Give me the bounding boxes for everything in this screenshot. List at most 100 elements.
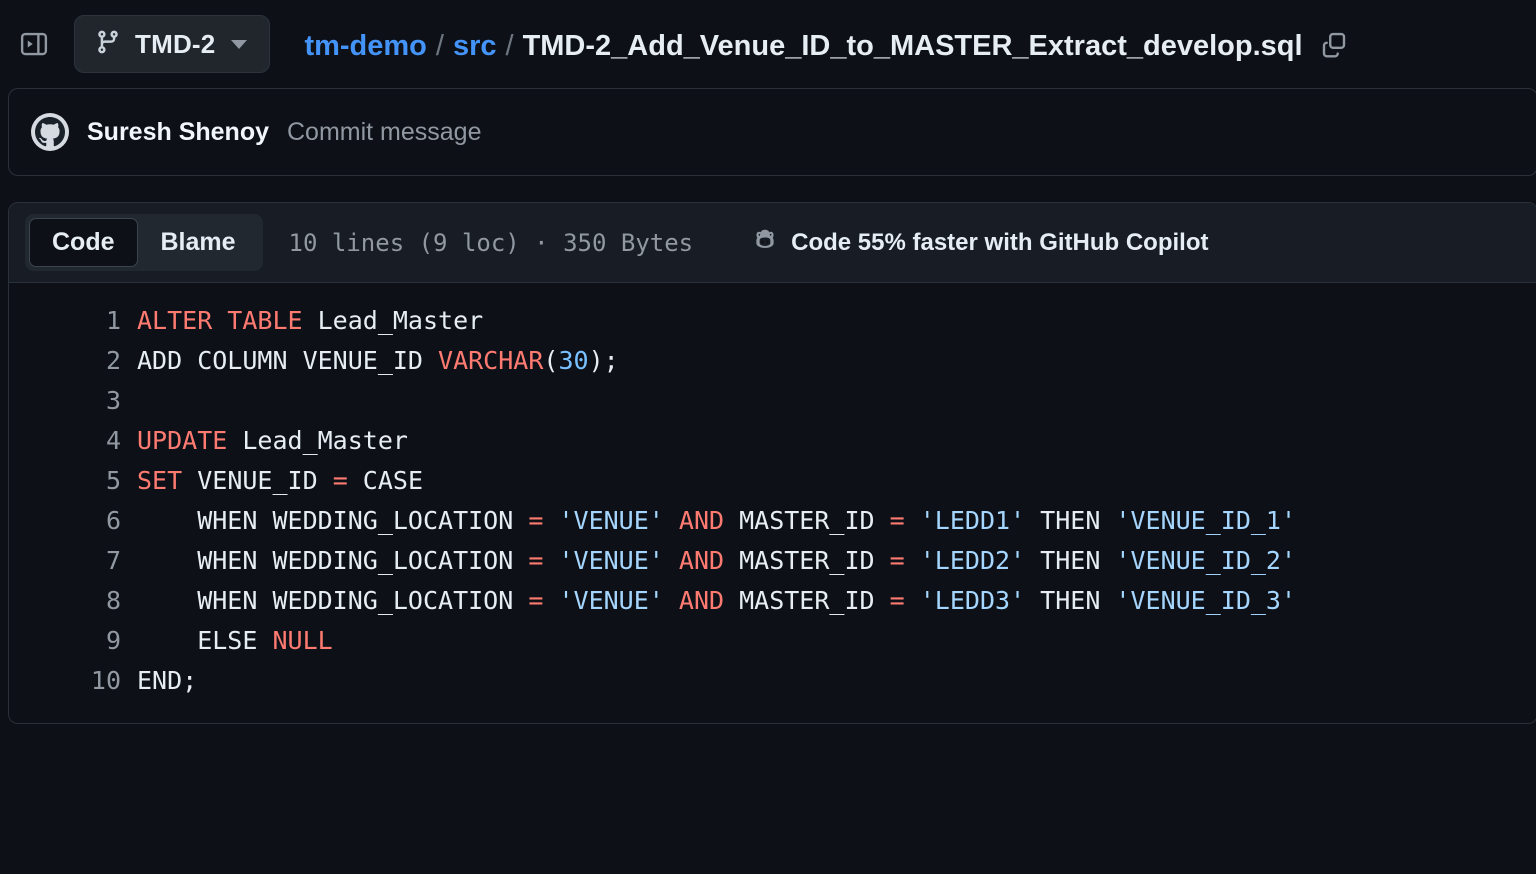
code-token: ALTER TABLE: [137, 306, 318, 335]
code-line: 3: [9, 381, 1536, 421]
code-token: MASTER_ID: [724, 546, 890, 575]
line-content[interactable]: ELSE NULL: [137, 621, 333, 661]
code-token: );: [588, 346, 619, 375]
copy-path-icon[interactable]: [1319, 29, 1349, 59]
code-token: AND: [678, 546, 725, 575]
copilot-promo-button[interactable]: Code 55% faster with GitHub Copilot: [751, 226, 1208, 259]
github-octocat-avatar[interactable]: [31, 113, 69, 151]
file-meta-label: 10 lines (9 loc) · 350 Bytes: [288, 228, 694, 257]
code-token: [543, 546, 558, 575]
line-number[interactable]: 9: [105, 626, 121, 655]
tab-blame[interactable]: Blame: [160, 228, 236, 256]
breadcrumb-folder-link[interactable]: src: [452, 30, 497, 62]
code-token: MASTER_ID: [724, 586, 890, 615]
code-line: 2 ADD COLUMN VENUE_ID VARCHAR(30);: [9, 341, 1536, 381]
code-token: =: [889, 546, 905, 575]
code-line: 6 WHEN WEDDING_LOCATION = 'VENUE' AND MA…: [9, 501, 1536, 541]
code-token: 'VENUE_ID_3': [1115, 586, 1297, 615]
code-token: AND: [678, 586, 725, 615]
code-token: =: [528, 546, 544, 575]
code-token: [543, 586, 558, 615]
line-content[interactable]: END;: [137, 661, 197, 701]
latest-commit-panel: Suresh Shenoy Commit message: [8, 88, 1536, 176]
line-content[interactable]: WHEN WEDDING_LOCATION = 'VENUE' AND MAST…: [137, 541, 1296, 581]
line-number[interactable]: 1: [105, 306, 121, 335]
code-token: =: [332, 466, 348, 495]
code-line: 9 ELSE NULL: [9, 621, 1536, 661]
line-number[interactable]: 8: [105, 586, 121, 615]
code-token: WHEN WEDDING_LOCATION: [137, 546, 529, 575]
code-token: 'VENUE': [558, 506, 664, 535]
code-token: [905, 506, 920, 535]
copilot-promo-label: Code 55% faster with GitHub Copilot: [791, 228, 1209, 256]
code-token: THEN: [1025, 506, 1116, 535]
code-token: 'LEDD1': [919, 506, 1026, 535]
code-token: ELSE: [137, 626, 273, 655]
code-token: END;: [137, 666, 198, 695]
sidebar-toggle-button[interactable]: [14, 24, 54, 64]
code-token: THEN: [1025, 546, 1116, 575]
breadcrumb: tm-demo / src / TMD-2_Add_Venue_ID_to_MA…: [304, 25, 1348, 63]
git-branch-icon: [95, 29, 121, 60]
repo-header: TMD-2 tm-demo / src / TMD-2_Add_Venue_ID…: [0, 0, 1536, 88]
code-token: [664, 506, 679, 535]
code-token: 'VENUE_ID_2': [1115, 546, 1297, 575]
tab-code[interactable]: Code: [29, 218, 138, 267]
line-content[interactable]: WHEN WEDDING_LOCATION = 'VENUE' AND MAST…: [137, 581, 1296, 621]
code-token: [664, 546, 679, 575]
code-token: THEN: [1025, 586, 1116, 615]
line-number[interactable]: 5: [105, 466, 121, 495]
code-line: 10 END;: [9, 661, 1536, 701]
chevron-down-icon: [231, 39, 248, 49]
branch-name-label: TMD-2: [135, 28, 216, 59]
line-number[interactable]: 10: [90, 666, 121, 695]
line-number[interactable]: 7: [105, 546, 121, 575]
code-token: 'VENUE': [558, 546, 664, 575]
code-line: 7 WHEN WEDDING_LOCATION = 'VENUE' AND MA…: [9, 541, 1536, 581]
code-token: [664, 586, 679, 615]
code-token: [905, 546, 920, 575]
code-token: CASE: [347, 466, 424, 495]
breadcrumb-repo-link[interactable]: tm-demo: [304, 30, 427, 62]
line-number[interactable]: 6: [105, 506, 121, 535]
code-token: WHEN WEDDING_LOCATION: [137, 586, 529, 615]
branch-selector-button[interactable]: TMD-2: [74, 15, 271, 73]
code-line: 1 ALTER TABLE Lead_Master: [9, 301, 1536, 341]
code-token: MASTER_ID: [724, 506, 890, 535]
copilot-icon: [751, 226, 779, 259]
line-number[interactable]: 4: [105, 426, 121, 455]
code-token: VARCHAR: [438, 346, 544, 375]
code-blame-toggle: Code Blame: [25, 214, 263, 271]
code-token: [905, 586, 920, 615]
line-content[interactable]: ADD COLUMN VENUE_ID VARCHAR(30);: [137, 341, 619, 381]
line-content[interactable]: WHEN WEDDING_LOCATION = 'VENUE' AND MAST…: [137, 501, 1296, 541]
line-content[interactable]: ALTER TABLE Lead_Master: [137, 301, 483, 341]
code-token: (: [543, 346, 559, 375]
line-content[interactable]: SET VENUE_ID = CASE: [137, 461, 423, 501]
code-token: NULL: [272, 626, 333, 655]
breadcrumb-separator: /: [435, 30, 444, 62]
file-code-panel: Code Blame 10 lines (9 loc) · 350 Bytes …: [8, 202, 1536, 724]
code-token: ADD COLUMN VENUE_ID: [137, 346, 439, 375]
code-token: =: [889, 586, 905, 615]
code-token: 'LEDD3': [919, 586, 1026, 615]
commit-message[interactable]: Commit message: [287, 117, 482, 146]
line-content[interactable]: UPDATE Lead_Master: [137, 421, 408, 461]
code-token: =: [528, 506, 544, 535]
code-token: UPDATE: [137, 426, 243, 455]
breadcrumb-separator: /: [505, 30, 514, 62]
code-line: 8 WHEN WEDDING_LOCATION = 'VENUE' AND MA…: [9, 581, 1536, 621]
code-line: 4 UPDATE Lead_Master: [9, 421, 1536, 461]
code-line: 5 SET VENUE_ID = CASE: [9, 461, 1536, 501]
code-token: 'VENUE_ID_1': [1115, 506, 1297, 535]
code-token: =: [528, 586, 544, 615]
code-token: AND: [678, 506, 725, 535]
code-token: WHEN WEDDING_LOCATION: [137, 506, 529, 535]
code-token: 30: [558, 346, 589, 375]
code-token: [543, 506, 558, 535]
line-number[interactable]: 3: [105, 386, 121, 415]
commit-author-name[interactable]: Suresh Shenoy: [87, 117, 269, 146]
code-token: Lead_Master: [242, 426, 408, 455]
line-number[interactable]: 2: [105, 346, 121, 375]
sidebar-expand-icon: [19, 29, 49, 59]
